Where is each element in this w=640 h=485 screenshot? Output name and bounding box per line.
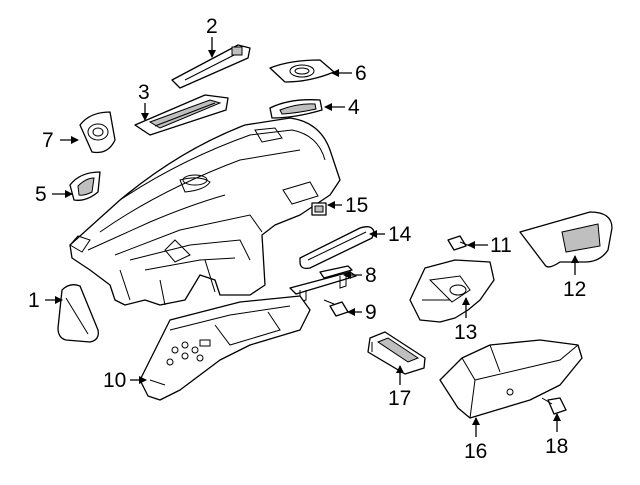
part-15-clip	[311, 202, 327, 216]
callout-5: 5	[35, 183, 47, 206]
callout-16: 16	[464, 440, 487, 463]
callout-8: 8	[365, 264, 377, 287]
leader-lines	[45, 37, 579, 437]
callout-9: 9	[365, 301, 377, 324]
part-1-end-cap	[57, 284, 99, 343]
part-4-side-vent	[269, 99, 323, 119]
part-6-speaker-grille	[269, 59, 335, 83]
callout-6: 6	[355, 62, 367, 85]
callout-3: 3	[138, 81, 150, 104]
callout-7: 7	[42, 129, 54, 152]
part-12-trim-bezel	[519, 211, 613, 268]
callout-13: 13	[454, 321, 477, 344]
callout-4: 4	[348, 96, 360, 119]
part-8-bracket	[289, 265, 357, 303]
callout-14: 14	[388, 223, 412, 246]
instrument-panel	[69, 117, 341, 306]
part-3-center-vent	[134, 94, 229, 136]
callout-10: 10	[103, 369, 126, 392]
callout-1: 1	[28, 289, 40, 312]
callout-12: 12	[563, 278, 586, 301]
callout-11: 11	[490, 234, 512, 257]
part-2-trim-strip	[171, 44, 251, 89]
part-18-bolt	[541, 397, 567, 415]
callout-15: 15	[345, 194, 368, 217]
part-13-column-cover	[409, 259, 495, 323]
part-14-trim-bar	[299, 226, 375, 270]
part-16-glove-box	[439, 339, 583, 419]
callout-18: 18	[545, 435, 568, 458]
callout-2: 2	[206, 15, 218, 38]
part-10-lower-panel	[139, 295, 311, 401]
callout-labels: 2 3 6 4 7 5 15 14 11 8 12 1 9 13 10 17 1…	[28, 15, 586, 463]
part-5-left-vent	[69, 171, 101, 201]
callout-17: 17	[388, 387, 411, 410]
part-9-bolt	[323, 299, 349, 317]
part-7-speaker-cover	[79, 111, 116, 154]
part-11-bolt	[447, 235, 471, 251]
part-17-module	[367, 331, 426, 375]
